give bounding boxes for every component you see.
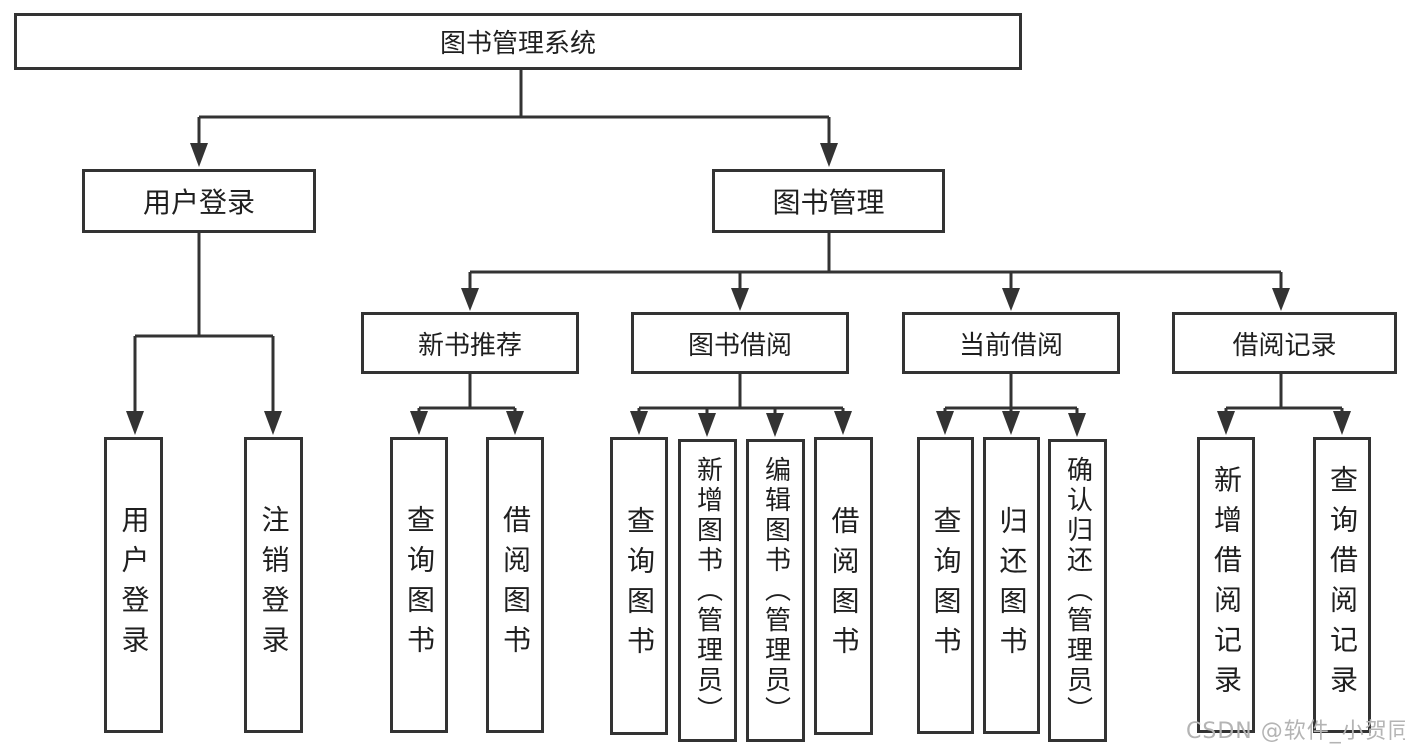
leaf-add-book-admin-label: 新增图书（管理员）	[692, 455, 723, 726]
leaf-add-borrow-record-label: 新增借阅记录	[1210, 465, 1243, 705]
node-current-borrow: 当前借阅	[902, 312, 1120, 374]
node-current-borrow-label: 当前借阅	[958, 330, 1063, 361]
node-book-mgmt-label: 图书管理	[772, 186, 885, 219]
connector-new-book	[410, 374, 524, 435]
leaf-query-book-1: 查询图书	[390, 437, 448, 733]
connector-borrow-records	[1217, 374, 1351, 435]
connector-current-borrow	[936, 374, 1086, 437]
node-new-book-recommend: 新书推荐	[361, 312, 579, 374]
leaf-user-login: 用户登录	[104, 437, 163, 733]
leaf-query-book-1-label: 查询图书	[403, 505, 436, 665]
node-user-login-label: 用户登录	[142, 186, 255, 219]
node-root-label: 图书管理系统	[439, 29, 596, 59]
leaf-query-book-3-label: 查询图书	[929, 505, 963, 666]
node-book-borrow: 图书借阅	[631, 312, 849, 374]
leaf-user-login-label: 用户登录	[117, 505, 151, 665]
leaf-confirm-return-admin: 确认归还（管理员）	[1048, 439, 1107, 742]
leaf-edit-book-admin-label: 编辑图书（管理员）	[760, 455, 791, 726]
node-book-mgmt: 图书管理	[712, 169, 945, 233]
node-borrow-records-label: 借阅记录	[1232, 330, 1337, 361]
leaf-return-book: 归还图书	[983, 437, 1040, 734]
leaf-add-borrow-record: 新增借阅记录	[1197, 437, 1255, 733]
leaf-borrow-book-2: 借阅图书	[814, 437, 873, 735]
node-user-login: 用户登录	[82, 169, 316, 233]
connector-book-mgmt	[461, 233, 1290, 311]
node-book-borrow-label: 图书借阅	[687, 330, 792, 361]
leaf-query-book-2: 查询图书	[610, 437, 668, 735]
leaf-query-book-2-label: 查询图书	[623, 506, 656, 666]
node-root: 图书管理系统	[14, 13, 1022, 70]
leaf-return-book-label: 归还图书	[995, 505, 1029, 666]
leaf-borrow-book-1: 借阅图书	[486, 437, 544, 733]
csdn-watermark: CSDN @软件_小贺同学	[1186, 719, 1405, 744]
leaf-edit-book-admin: 编辑图书（管理员）	[746, 439, 805, 742]
leaf-borrow-book-1-label: 借阅图书	[499, 505, 532, 665]
leaf-confirm-return-admin-label: 确认归还（管理员）	[1062, 455, 1093, 726]
connector-root	[190, 70, 838, 167]
leaf-query-book-3: 查询图书	[917, 437, 974, 734]
leaf-query-borrow-record-label: 查询借阅记录	[1326, 465, 1359, 705]
connector-user-login	[126, 233, 282, 435]
connector-book-borrow	[630, 374, 852, 437]
leaf-add-book-admin: 新增图书（管理员）	[678, 439, 737, 742]
node-new-book-recommend-label: 新书推荐	[417, 330, 522, 361]
node-borrow-records: 借阅记录	[1172, 312, 1397, 374]
leaf-borrow-book-2-label: 借阅图书	[827, 506, 861, 666]
leaf-logout-label: 注销登录	[257, 505, 291, 665]
leaf-logout: 注销登录	[244, 437, 303, 733]
leaf-query-borrow-record: 查询借阅记录	[1313, 437, 1371, 733]
